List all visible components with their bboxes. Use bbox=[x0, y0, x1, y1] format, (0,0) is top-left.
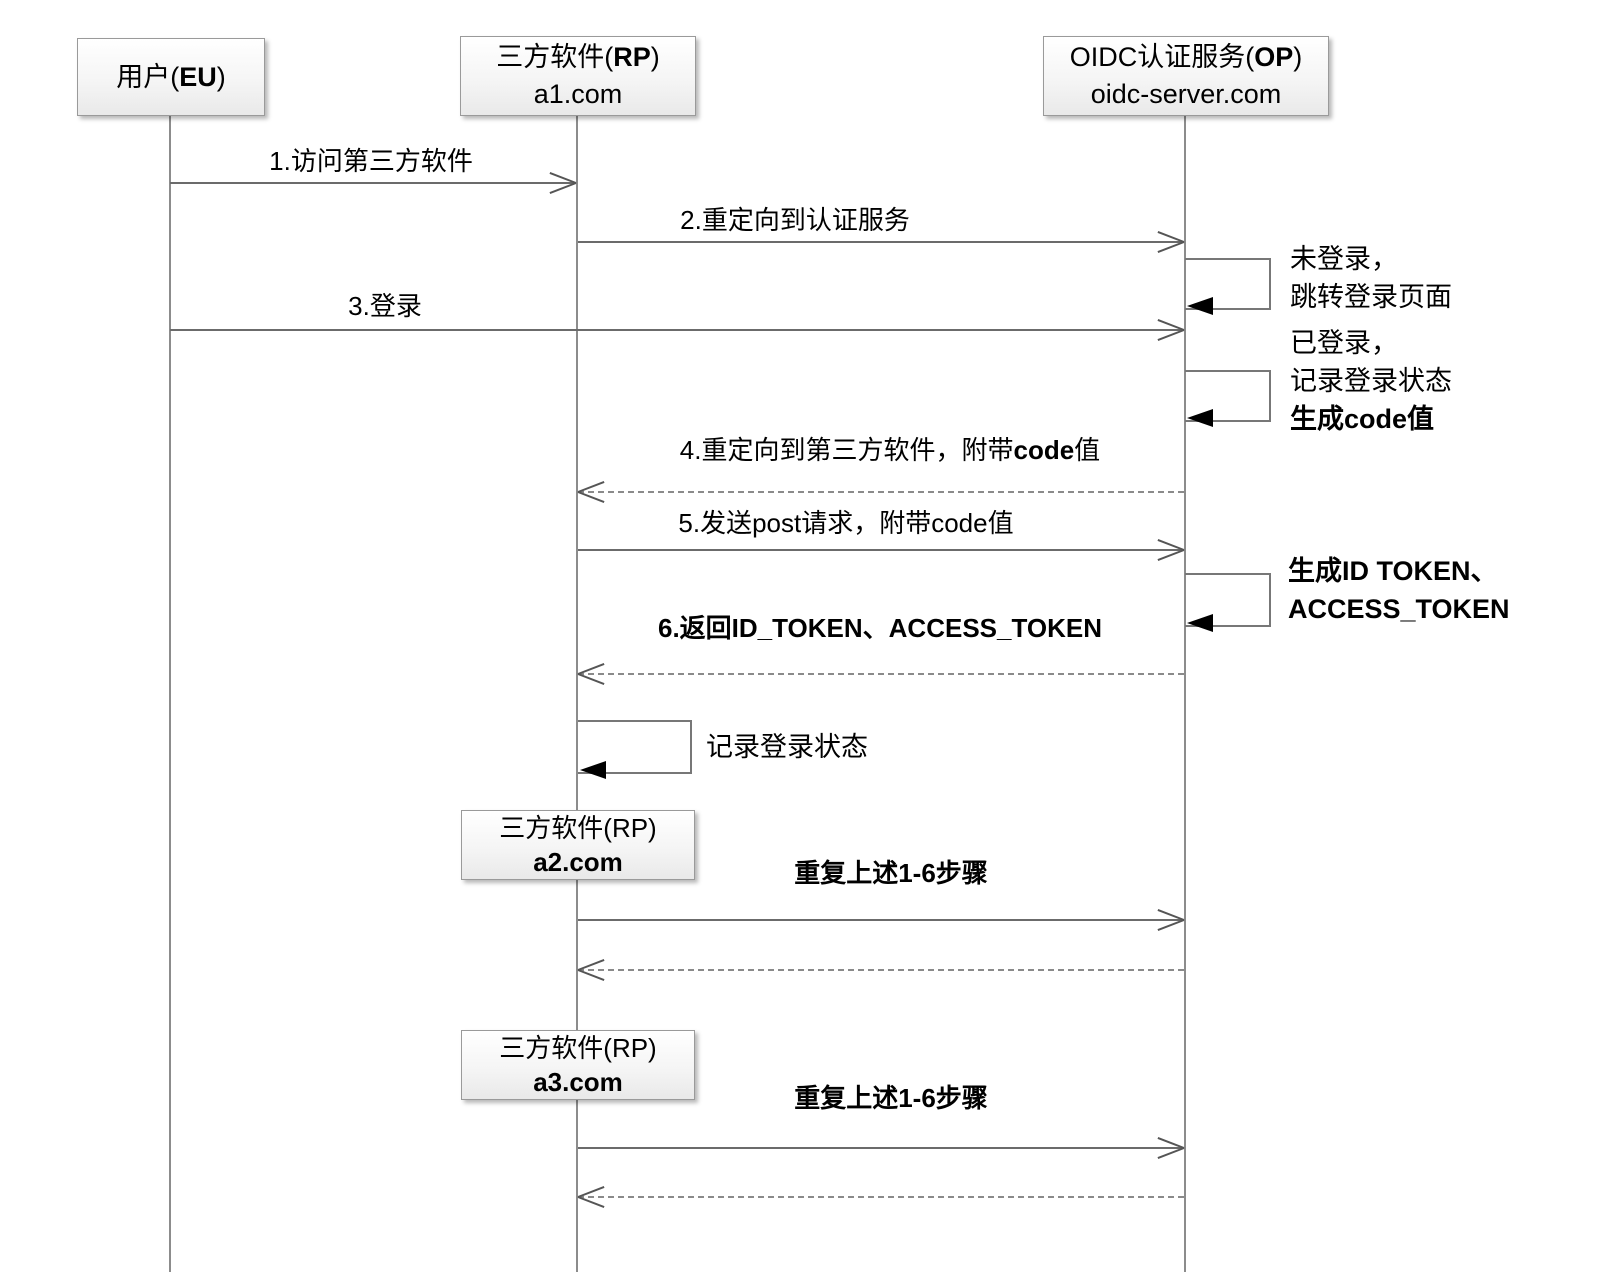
actor-op-name-bold: OP bbox=[1254, 42, 1294, 72]
message-4-line bbox=[578, 491, 1184, 493]
message-7-text: 重复上述1-6步骤 bbox=[794, 858, 988, 888]
note-line: 未登录， bbox=[1290, 244, 1398, 274]
message-3-text: 3.登录 bbox=[348, 291, 422, 321]
note-logged-in: 已登录， 记录登录状态 生成code值 bbox=[1290, 324, 1452, 438]
self-message-rp-loop bbox=[578, 720, 692, 774]
self-message-op-1-arrowhead-icon bbox=[1187, 297, 1213, 315]
message-2-line bbox=[578, 241, 1184, 243]
self-message-op-3-arrowhead-icon bbox=[1187, 614, 1213, 632]
note-line: 已登录， bbox=[1290, 328, 1398, 358]
message-6-text: 6.返回ID_TOKEN、ACCESS_TOKEN bbox=[657, 613, 1103, 643]
actor-a3-title: 三方软件(RP) bbox=[499, 1033, 657, 1063]
message-5-label: 5.发送post请求，附带code值 bbox=[678, 503, 1013, 540]
message-1-line bbox=[170, 182, 576, 184]
actor-box-eu: 用户(EU) bbox=[77, 38, 265, 116]
actor-box-rp-a3: 三方软件(RP) a3.com bbox=[461, 1030, 695, 1100]
actor-eu-name-pre: 用户( bbox=[116, 61, 180, 92]
actor-op-name-post: ) bbox=[1293, 42, 1303, 72]
actor-box-rp-a1: 三方软件(RP) a1.com bbox=[460, 36, 696, 116]
self-message-op-2-loop bbox=[1185, 370, 1271, 422]
note-line: 记录登录状态 bbox=[706, 732, 868, 762]
actor-op-name-pre: OIDC认证服务( bbox=[1069, 42, 1255, 72]
actor-a2-title: 三方软件(RP) bbox=[499, 813, 657, 843]
message-5-text: 5.发送post请求，附带code值 bbox=[678, 508, 1014, 538]
message-4-text-post: 值 bbox=[1074, 435, 1101, 465]
lifeline-rp bbox=[576, 114, 578, 1272]
message-9-text: 重复上述1-6步骤 bbox=[794, 1083, 988, 1113]
actor-rp-subtitle: a1.com bbox=[533, 79, 623, 109]
message-1-label: 1.访问第三方软件 bbox=[269, 141, 473, 178]
actor-rp-name-post: ) bbox=[650, 42, 660, 72]
actor-op-subtitle: oidc-server.com bbox=[1090, 79, 1282, 109]
lifeline-op bbox=[1184, 114, 1186, 1272]
actor-rp-name: 三方软件(RP) bbox=[496, 39, 660, 76]
message-10-line bbox=[578, 1196, 1184, 1198]
message-2-label: 2.重定向到认证服务 bbox=[680, 200, 910, 237]
self-message-rp-arrowhead-icon bbox=[580, 761, 606, 779]
actor-eu-name-post: ) bbox=[216, 61, 226, 92]
self-message-op-1-loop bbox=[1185, 258, 1271, 310]
message-6-label: 6.返回ID_TOKEN、ACCESS_TOKEN bbox=[658, 608, 1102, 645]
message-9-line bbox=[578, 1147, 1184, 1149]
note-line: ACCESS_TOKEN bbox=[1288, 594, 1510, 624]
message-4-text-bold: code bbox=[1013, 435, 1075, 465]
actor-box-rp-a2: 三方软件(RP) a2.com bbox=[461, 810, 695, 880]
note-line: 生成ID TOKEN、 bbox=[1288, 556, 1498, 586]
actor-op-name: OIDC认证服务(OP) bbox=[1070, 39, 1303, 76]
message-3-line bbox=[170, 329, 1184, 331]
note-line: 记录登录状态 bbox=[1290, 366, 1452, 396]
note-line: 跳转登录页面 bbox=[1290, 282, 1452, 312]
message-5-line bbox=[578, 549, 1184, 551]
actor-eu-name-bold: EU bbox=[179, 61, 217, 92]
message-7-label: 重复上述1-6步骤 bbox=[794, 853, 988, 890]
self-message-op-3-loop bbox=[1185, 573, 1271, 627]
note-not-logged-in: 未登录， 跳转登录页面 bbox=[1290, 240, 1452, 316]
message-9-label: 重复上述1-6步骤 bbox=[794, 1078, 988, 1115]
note-line: 生成code值 bbox=[1290, 404, 1435, 434]
message-3-label: 3.登录 bbox=[348, 286, 422, 323]
message-7-line bbox=[578, 919, 1184, 921]
message-6-line bbox=[578, 673, 1184, 675]
actor-box-op: OIDC认证服务(OP) oidc-server.com bbox=[1043, 36, 1329, 116]
note-generate-tokens: 生成ID TOKEN、 ACCESS_TOKEN bbox=[1288, 552, 1510, 628]
self-message-op-2-arrowhead-icon bbox=[1187, 409, 1213, 427]
message-4-text-pre: 4.重定向到第三方软件，附带 bbox=[679, 435, 1014, 465]
actor-eu-name: 用户(EU) bbox=[116, 59, 226, 96]
message-8-line bbox=[578, 969, 1184, 971]
actor-rp-name-pre: 三方软件( bbox=[496, 42, 614, 72]
message-1-text: 1.访问第三方软件 bbox=[269, 146, 473, 176]
message-4-label: 4.重定向到第三方软件，附带code值 bbox=[680, 430, 1100, 467]
actor-a2-domain: a2.com bbox=[533, 847, 623, 877]
lifeline-eu bbox=[169, 114, 171, 1272]
message-2-text: 2.重定向到认证服务 bbox=[680, 205, 910, 235]
actor-a3-domain: a3.com bbox=[533, 1067, 623, 1097]
actor-rp-name-bold: RP bbox=[613, 42, 651, 72]
note-record-login-rp: 记录登录状态 bbox=[706, 728, 868, 766]
